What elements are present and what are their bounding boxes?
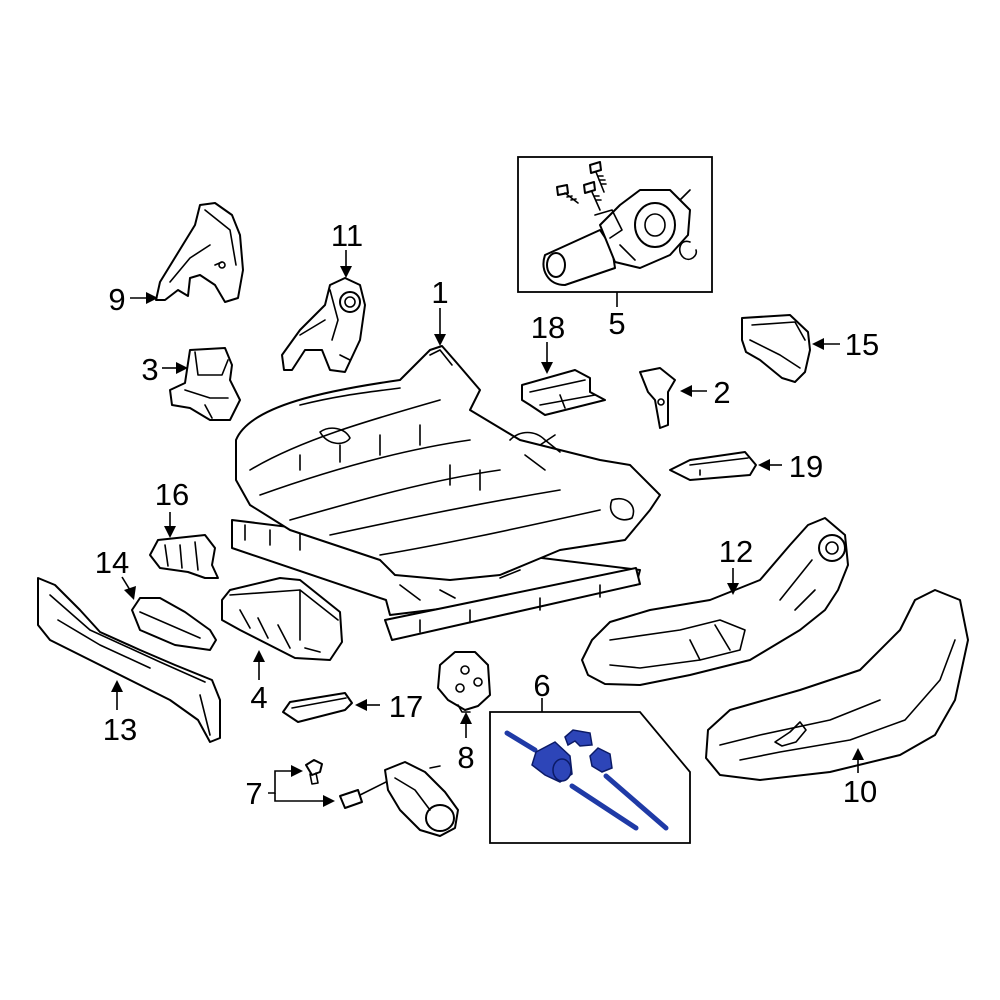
callout-17: 17 xyxy=(389,689,423,724)
callout-7: 7 xyxy=(245,776,262,811)
part-16-cover[interactable] xyxy=(149,534,219,579)
part-2-clip[interactable] xyxy=(639,367,676,429)
callout-18: 18 xyxy=(531,310,565,345)
callout-19: 19 xyxy=(789,449,823,484)
callout-8: 8 xyxy=(457,740,474,775)
part-14-cover[interactable] xyxy=(131,597,217,651)
callout-14: 14 xyxy=(95,545,129,580)
part-1-seat-frame[interactable] xyxy=(231,345,661,641)
part-12-backrest-cover[interactable] xyxy=(581,517,849,686)
part-3-bracket[interactable] xyxy=(169,347,241,421)
part-8-switch[interactable] xyxy=(437,651,491,713)
part-7-motor[interactable] xyxy=(305,759,459,837)
callout-16: 16 xyxy=(155,477,189,512)
callout-1: 1 xyxy=(431,275,448,310)
part-11-bracket[interactable] xyxy=(281,277,366,373)
callout-15: 15 xyxy=(845,327,879,362)
part-17-cover[interactable] xyxy=(282,692,353,723)
part-5-motor-box[interactable] xyxy=(517,156,713,293)
part-18-cover[interactable] xyxy=(521,369,606,416)
callout-10: 10 xyxy=(843,774,877,809)
part-13-trim[interactable] xyxy=(37,577,221,743)
callout-11: 11 xyxy=(331,218,363,253)
part-15-bracket[interactable] xyxy=(741,314,811,383)
callout-12: 12 xyxy=(719,534,753,569)
part-19-cover[interactable] xyxy=(669,451,757,481)
part-6-box[interactable] xyxy=(489,711,691,844)
callout-13: 13 xyxy=(103,712,137,747)
callout-5: 5 xyxy=(608,306,625,341)
callout-4: 4 xyxy=(250,680,267,715)
callout-numbers: 1 2 3 4 5 6 7 8 9 10 11 12 13 14 15 16 1… xyxy=(95,218,879,811)
callout-9: 9 xyxy=(108,282,125,317)
part-4-module[interactable] xyxy=(221,577,343,661)
callout-6: 6 xyxy=(533,668,550,703)
callout-3: 3 xyxy=(141,352,158,387)
callout-2: 2 xyxy=(713,375,730,410)
part-9-trim-bracket[interactable] xyxy=(155,202,244,303)
leader-lines xyxy=(111,250,864,807)
part-10-side-shield[interactable] xyxy=(705,589,969,781)
